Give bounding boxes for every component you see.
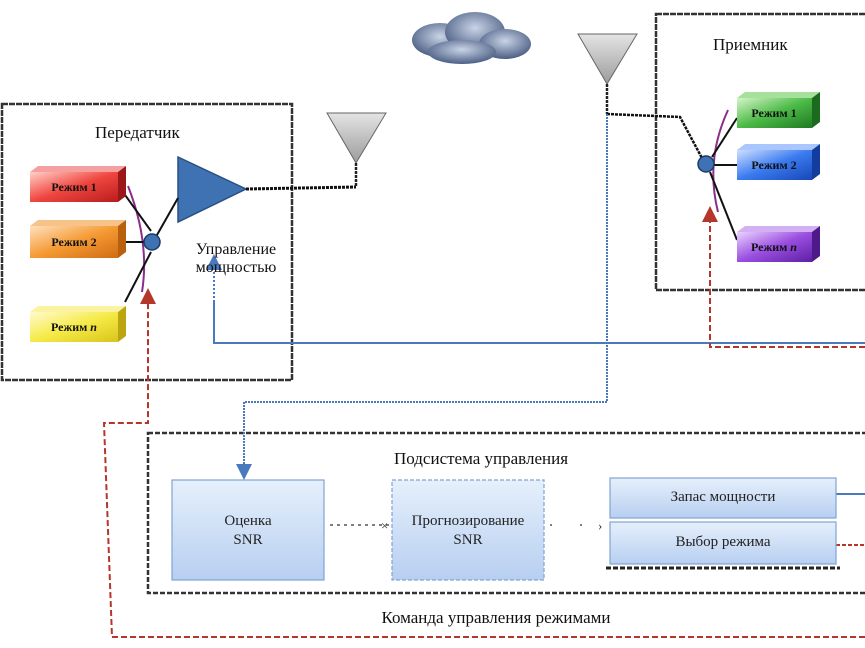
amplifier-icon	[177, 155, 248, 224]
tx-mode-1-box: Режим 1	[30, 166, 126, 202]
mode-command-loop-line	[102, 288, 865, 638]
power-control-label: Управление мощностью	[181, 241, 291, 277]
mode-command-label: Команда управления режимами	[381, 608, 611, 627]
rx-mode-1-label: Режим 1	[751, 106, 796, 120]
transmitter-title: Передатчик	[95, 123, 180, 142]
cloud-icon	[412, 12, 531, 64]
amp-to-antenna-line	[245, 185, 357, 191]
snr-forecast-label-line1: Прогнозирование	[411, 513, 525, 529]
power-control-line	[213, 302, 865, 344]
snr-measurement-line	[236, 114, 608, 480]
snr-forecast-box	[391, 479, 545, 581]
mode-select-box	[606, 521, 840, 570]
tx-mode-n-box: Режим n	[30, 306, 126, 342]
power-control-label-line1: Управление	[195, 241, 277, 258]
tx-mode-2-box: Режим 2	[30, 220, 126, 258]
switch-to-amp-line	[152, 197, 179, 243]
mode-select-label: Выбор режима	[675, 534, 771, 550]
receiver-title: Приемник	[713, 35, 788, 54]
snr-forecast-label: Прогнозирование SNR	[392, 512, 544, 550]
receiver-antenna-icon	[577, 33, 638, 114]
receiver-switch	[697, 109, 738, 241]
power-margin-box	[609, 477, 837, 519]
rx-mode-n-box: Режим n	[737, 226, 820, 262]
snr-forecast-label-line2: SNR	[453, 532, 483, 548]
estimate-to-forecast-arrowhead: ×	[381, 518, 388, 533]
tx-mode-2-label: Режим 2	[51, 235, 96, 249]
power-control-label-line2: мощностью	[195, 259, 277, 276]
rx-mode-command-line	[702, 206, 865, 348]
rx-mode-n-label: Режим n	[751, 240, 797, 254]
tx-mode-n-label: Режим n	[51, 320, 97, 334]
snr-estimate-box	[171, 479, 325, 581]
rx-mode-2-box: Режим 2	[737, 144, 820, 180]
transmitter-antenna-icon	[326, 112, 387, 187]
rx-mode-1-box: Режим 1	[737, 92, 820, 128]
power-margin-label: Запас мощности	[670, 489, 776, 505]
rx-antenna-to-switch-line	[606, 112, 705, 161]
snr-estimate-label-line1: Оценка	[224, 513, 272, 529]
forecast-to-mode-arrowhead: ›	[598, 518, 602, 533]
control-subsystem-title: Подсистема управления	[393, 449, 569, 468]
snr-estimate-label: Оценка SNR	[172, 512, 324, 550]
snr-estimate-label-line2: SNR	[233, 532, 263, 548]
tx-mode-1-label: Режим 1	[51, 180, 96, 194]
rx-mode-2-label: Режим 2	[751, 158, 796, 172]
